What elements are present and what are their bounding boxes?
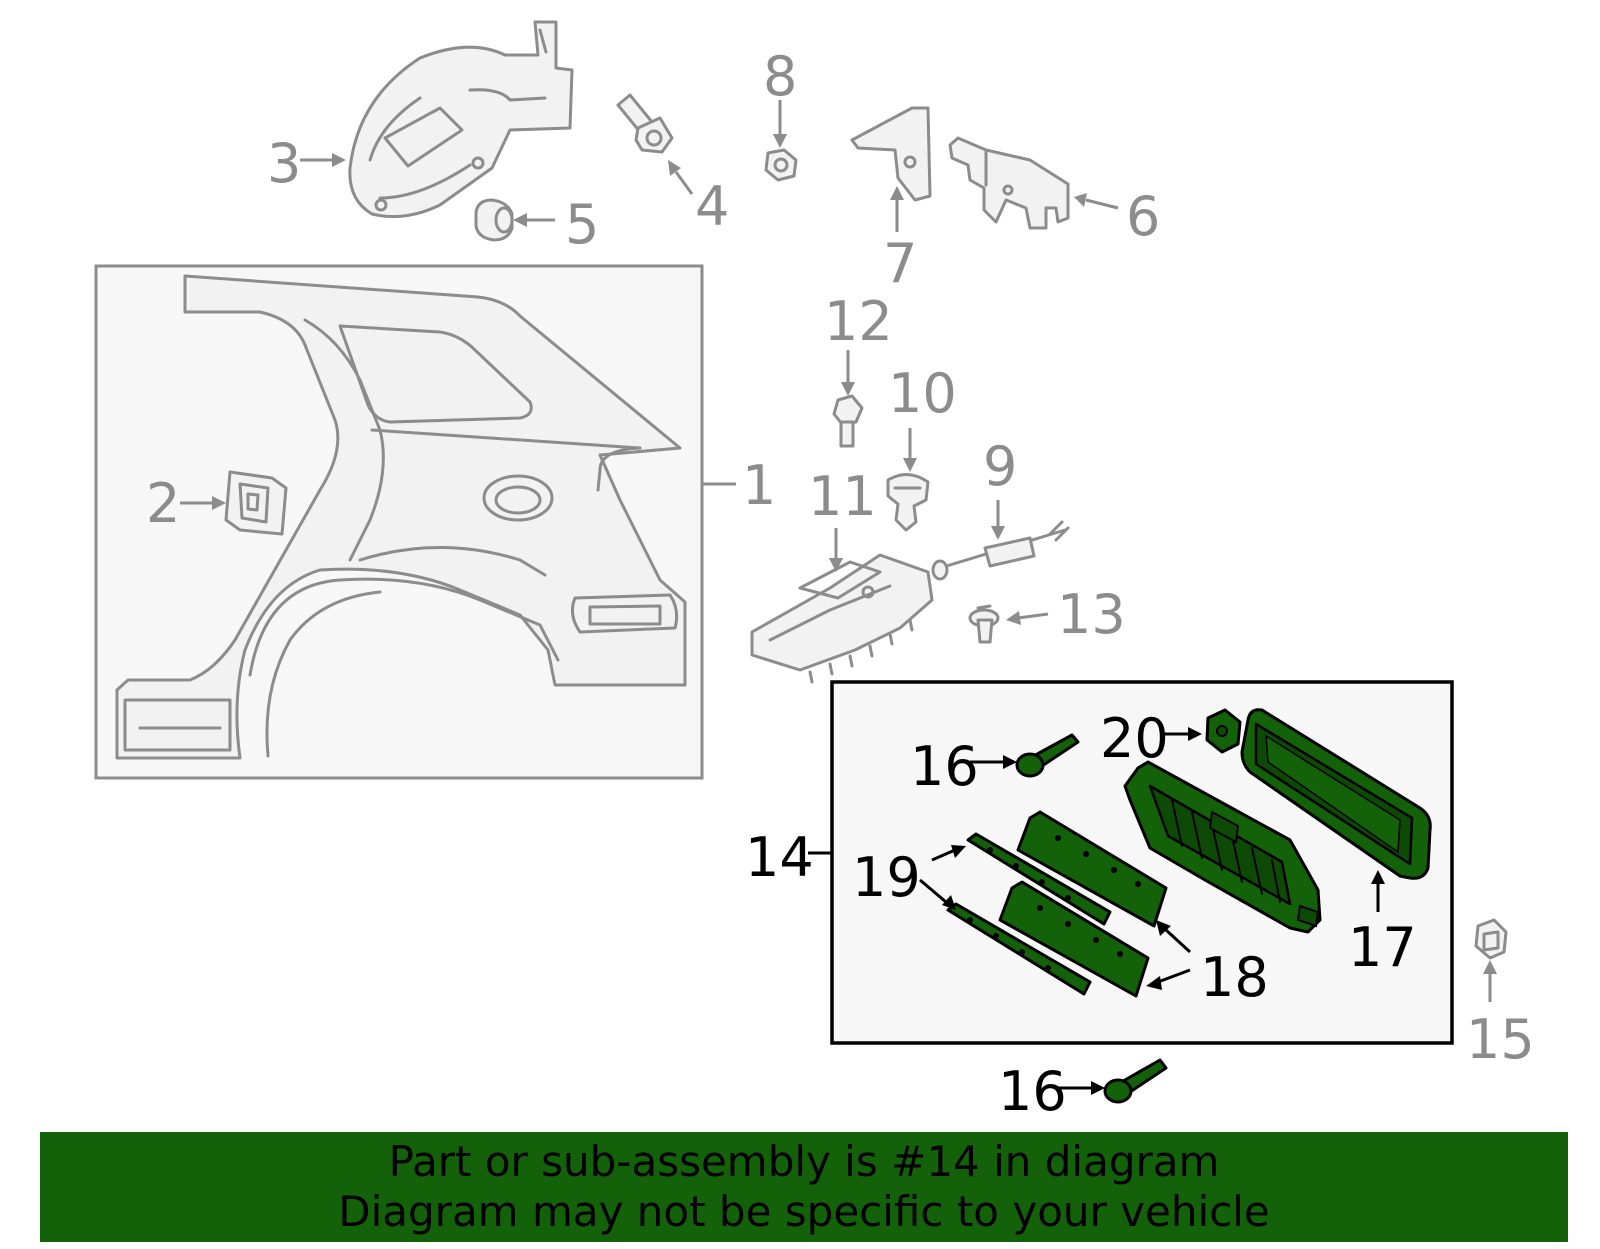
part-13-push-pin <box>968 604 1000 644</box>
part-18-trim-upper <box>1016 810 1168 928</box>
part-12-bolt <box>832 394 864 448</box>
part-19-retainer-upper <box>966 832 1112 926</box>
part-7-bracket <box>850 106 932 202</box>
assembly-14-box <box>830 680 1454 1045</box>
callout-13: 13 <box>1057 583 1126 646</box>
part-3-fuel-door-housing <box>348 20 574 219</box>
part-16-screw-lower <box>1103 1058 1168 1104</box>
part-5-grommet <box>474 198 514 242</box>
part-2-bracket <box>224 470 288 536</box>
part-20-nut-clip <box>1205 708 1242 754</box>
part-14-housing-frame <box>1123 760 1322 934</box>
callout-11: 11 <box>808 465 877 528</box>
callout-14: 14 <box>745 826 814 889</box>
banner-line-2: Diagram may not be specific to your vehi… <box>338 1187 1270 1236</box>
callout-3: 3 <box>267 132 301 195</box>
part-17-door-panel <box>1240 708 1432 880</box>
callout-20: 20 <box>1100 707 1169 770</box>
callout-16-lower: 16 <box>998 1060 1067 1123</box>
part-9-cable <box>931 520 1070 581</box>
callout-4: 4 <box>695 175 729 238</box>
callout-6: 6 <box>1126 185 1160 248</box>
part-16-screw-upper <box>1015 733 1080 778</box>
callout-19: 19 <box>852 846 921 909</box>
callout-10: 10 <box>888 362 957 425</box>
callout-5: 5 <box>565 193 599 256</box>
callout-7: 7 <box>883 232 917 295</box>
part-18-trim-lower <box>998 880 1150 998</box>
quarter-panel-drawing <box>115 274 687 760</box>
callout-18: 18 <box>1200 946 1269 1009</box>
info-banner: Part or sub-assembly is #14 in diagram D… <box>40 1132 1568 1242</box>
callout-16-upper: 16 <box>910 735 979 798</box>
part-8-nut <box>764 148 798 182</box>
banner-line-1: Part or sub-assembly is #14 in diagram <box>388 1137 1220 1186</box>
part-15-clip <box>1474 918 1508 960</box>
callout-1: 1 <box>742 454 776 517</box>
callout-2: 2 <box>146 472 180 535</box>
callout-15: 15 <box>1466 1008 1535 1071</box>
callout-12: 12 <box>824 290 893 353</box>
part-6-actuator <box>948 136 1070 230</box>
callout-17: 17 <box>1348 916 1417 979</box>
part-11-latch-base <box>750 553 934 684</box>
part-10-clip <box>886 473 930 532</box>
part-4-bolt <box>616 93 674 154</box>
callout-9: 9 <box>983 435 1017 498</box>
callout-8: 8 <box>763 45 797 108</box>
